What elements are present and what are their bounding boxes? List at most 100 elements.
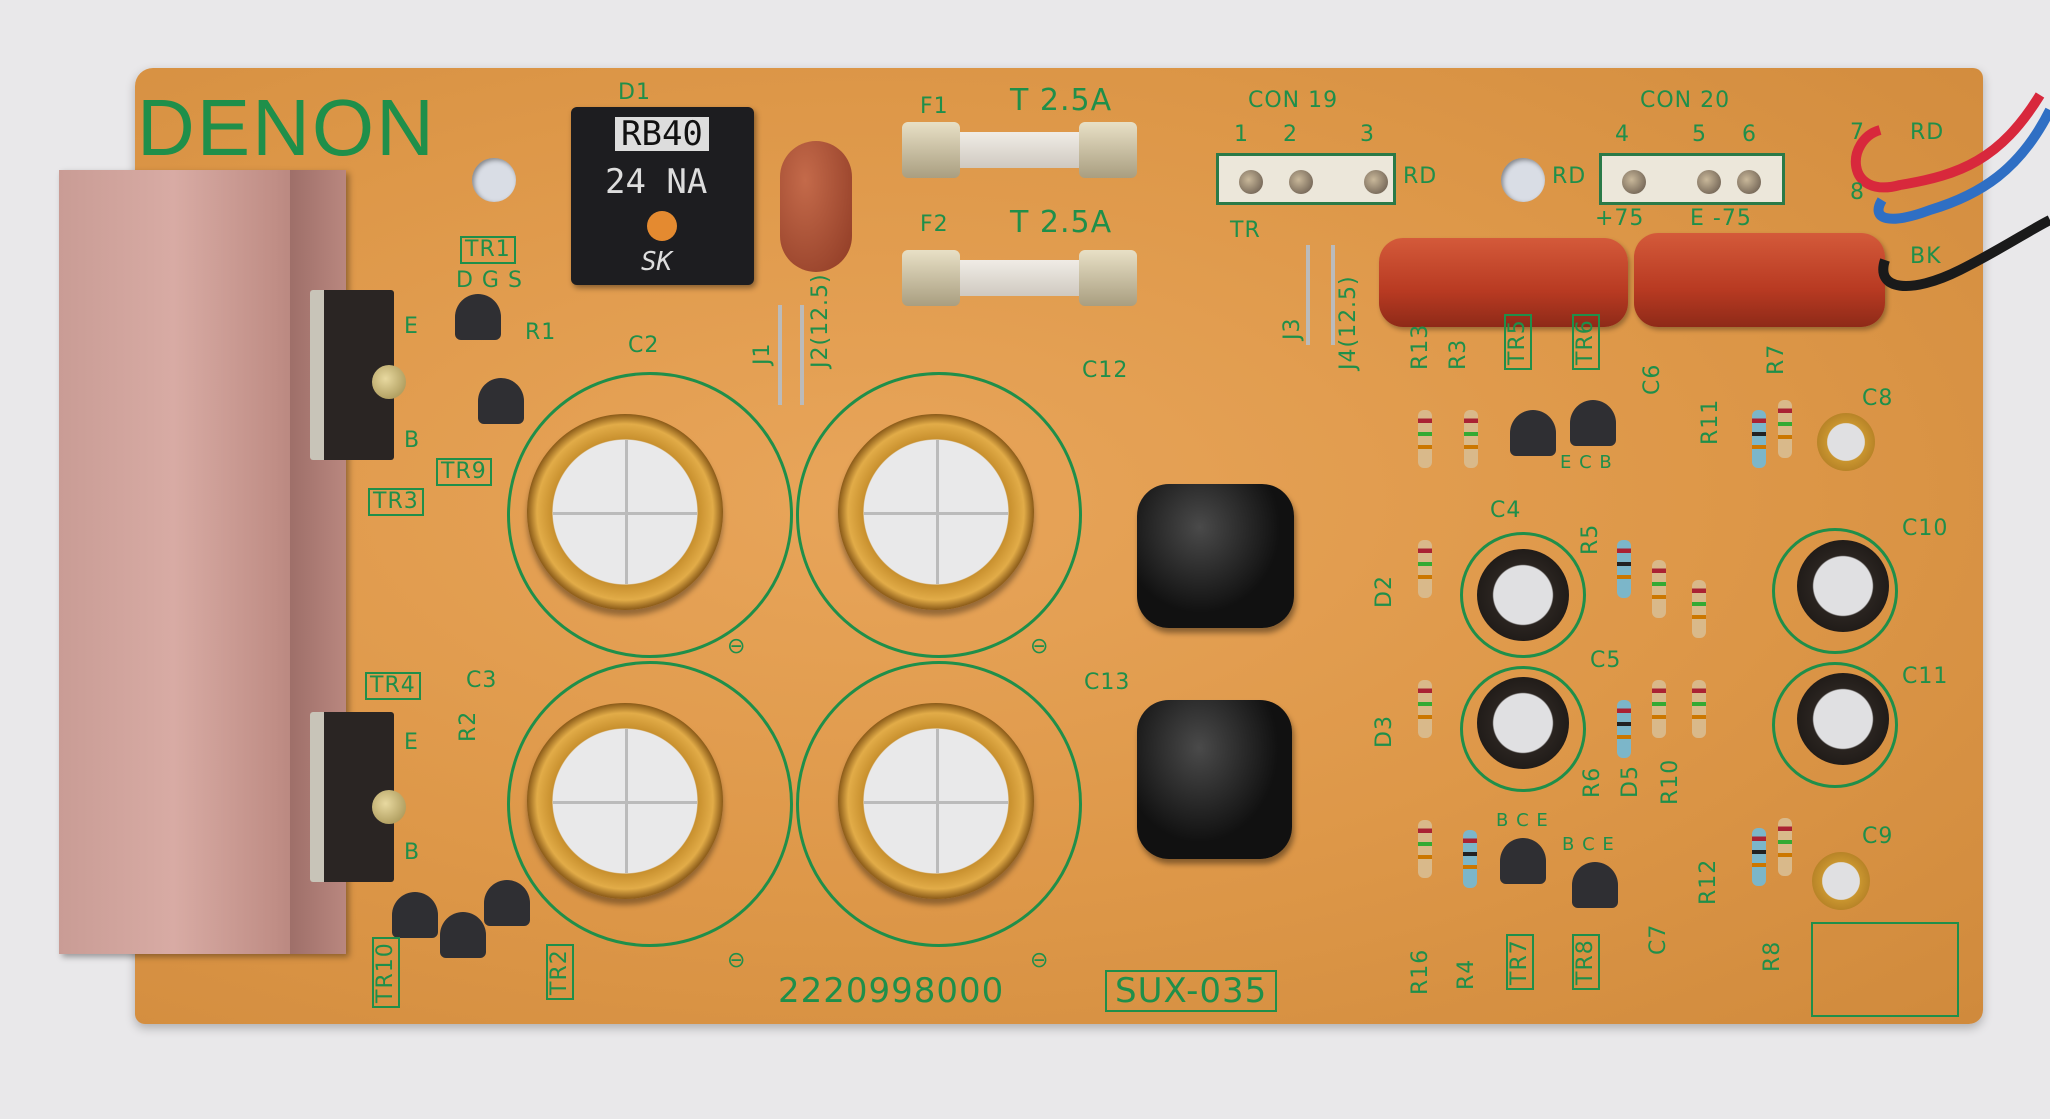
brand-logo: DENON <box>137 83 436 172</box>
capacitor-c2 <box>527 414 723 610</box>
label-tr1: TR1 <box>460 236 516 264</box>
label-r5: R5 <box>1578 523 1603 555</box>
label-tr4: TR4 <box>365 672 421 700</box>
resistor <box>1752 828 1766 886</box>
label-c7: C7 <box>1646 923 1671 955</box>
ferrite-bead <box>1137 484 1294 628</box>
transistor-tr7 <box>1500 838 1546 884</box>
capacitor-outline <box>1772 662 1898 788</box>
label-c10: C10 <box>1902 516 1949 541</box>
capacitor-c13 <box>838 703 1034 899</box>
fuse-f1 <box>902 118 1137 183</box>
capacitor-c8 <box>1817 413 1875 471</box>
con19-tr-label: TR <box>1230 218 1261 243</box>
red-wire <box>1850 92 2045 193</box>
film-capacitor-red <box>1379 238 1628 327</box>
con20-pin-5: 5 <box>1692 122 1707 147</box>
pin-mark-b: B <box>404 840 421 865</box>
resistor <box>1418 820 1432 878</box>
jumper-j2 <box>800 305 804 405</box>
label-r12: R12 <box>1696 858 1721 905</box>
bridge-rectifier: RB40 24 NA SK <box>571 107 754 285</box>
fuse-rating-f2: T 2.5A <box>1010 205 1113 240</box>
label-tr6: TR6 <box>1572 314 1600 370</box>
capacitor-c3 <box>527 703 723 899</box>
screw-icon <box>372 790 406 824</box>
blue-wire <box>1873 107 2050 224</box>
label-d3: D3 <box>1372 715 1397 748</box>
resistor <box>1778 400 1792 458</box>
label-tr3: TR3 <box>368 488 424 516</box>
jumper-j3 <box>1306 245 1310 345</box>
resistor <box>1778 818 1792 876</box>
con20-pin-6: 6 <box>1742 122 1757 147</box>
minus-mark: ⊖ <box>727 634 747 659</box>
capacitor-outline <box>1460 532 1586 658</box>
label-r16: R16 <box>1408 948 1433 995</box>
mounting-hole <box>1501 158 1545 202</box>
capacitor-outline <box>1460 666 1586 792</box>
label-j3: J3 <box>1280 317 1305 341</box>
film-capacitor-brown <box>780 141 852 272</box>
bridge-center-hole <box>647 211 677 241</box>
bridge-marking-2: 24 NA <box>605 162 708 202</box>
jumper-j4 <box>1331 245 1335 345</box>
label-d5: D5 <box>1618 765 1643 798</box>
transistor-tr10 <box>392 892 438 938</box>
connector-pin <box>1364 170 1388 194</box>
label-f2: F2 <box>920 212 949 237</box>
label-d1: D1 <box>618 80 651 105</box>
jumper-j1 <box>778 305 782 405</box>
con20-pin-4: 4 <box>1615 122 1630 147</box>
label-d2: D2 <box>1372 575 1397 608</box>
pin-mark-e: E <box>404 314 419 339</box>
resistor <box>1692 580 1706 638</box>
label-r2: R2 <box>456 710 481 742</box>
pin-marks-dgs: D G S <box>456 268 523 293</box>
resistor <box>1463 830 1477 888</box>
black-wire <box>1878 215 2050 291</box>
fuse-f2 <box>902 246 1137 311</box>
resistor <box>1752 410 1766 468</box>
terminal-7-color: RD <box>1910 120 1945 145</box>
bridge-marking-1: RB40 <box>615 117 709 151</box>
fuse-rating-f1: T 2.5A <box>1010 83 1113 118</box>
label-r4: R4 <box>1454 958 1479 990</box>
transistor-tr5 <box>1510 410 1556 456</box>
label-con20: CON 20 <box>1640 88 1731 113</box>
model-code: SUX-035 <box>1105 970 1278 1012</box>
capacitor-outline <box>507 372 793 658</box>
label-j1: J1 <box>750 342 775 366</box>
resistor-r5 <box>1617 540 1631 598</box>
resistor <box>1464 410 1478 468</box>
part-number: 2220998000 <box>778 971 1005 1011</box>
label-con19: CON 19 <box>1248 88 1339 113</box>
diode-d3 <box>1418 680 1432 738</box>
transistor-tr6 <box>1570 400 1616 446</box>
connector-pin <box>1289 170 1313 194</box>
label-c12: C12 <box>1082 358 1129 383</box>
connector-pin <box>1622 170 1646 194</box>
silkscreen-empty-box <box>1811 922 1959 1017</box>
label-tr9: TR9 <box>436 458 492 486</box>
label-r6: R6 <box>1580 766 1605 798</box>
label-j2: J2(12.5) <box>808 273 833 368</box>
resistor-r6 <box>1617 700 1631 758</box>
resistor <box>1418 410 1432 468</box>
label-r1: R1 <box>525 320 557 345</box>
capacitor-c12 <box>838 414 1034 610</box>
con19-pin-3: 3 <box>1360 122 1375 147</box>
pin-mark-e: E <box>404 730 419 755</box>
connector-con20 <box>1599 153 1785 205</box>
con20-rd-label: RD <box>1552 164 1587 189</box>
connector-pin <box>1697 170 1721 194</box>
label-r10: R10 <box>1658 758 1683 805</box>
resistor <box>1652 680 1666 738</box>
capacitor-outline <box>507 661 793 947</box>
label-tr8: TR8 <box>1572 934 1600 990</box>
label-c5: C5 <box>1590 648 1622 673</box>
label-r3: R3 <box>1446 338 1471 370</box>
con19-rd-label: RD <box>1403 164 1438 189</box>
pin-marks-ecb: E C B <box>1560 452 1613 473</box>
minus-mark: ⊖ <box>1030 948 1050 973</box>
